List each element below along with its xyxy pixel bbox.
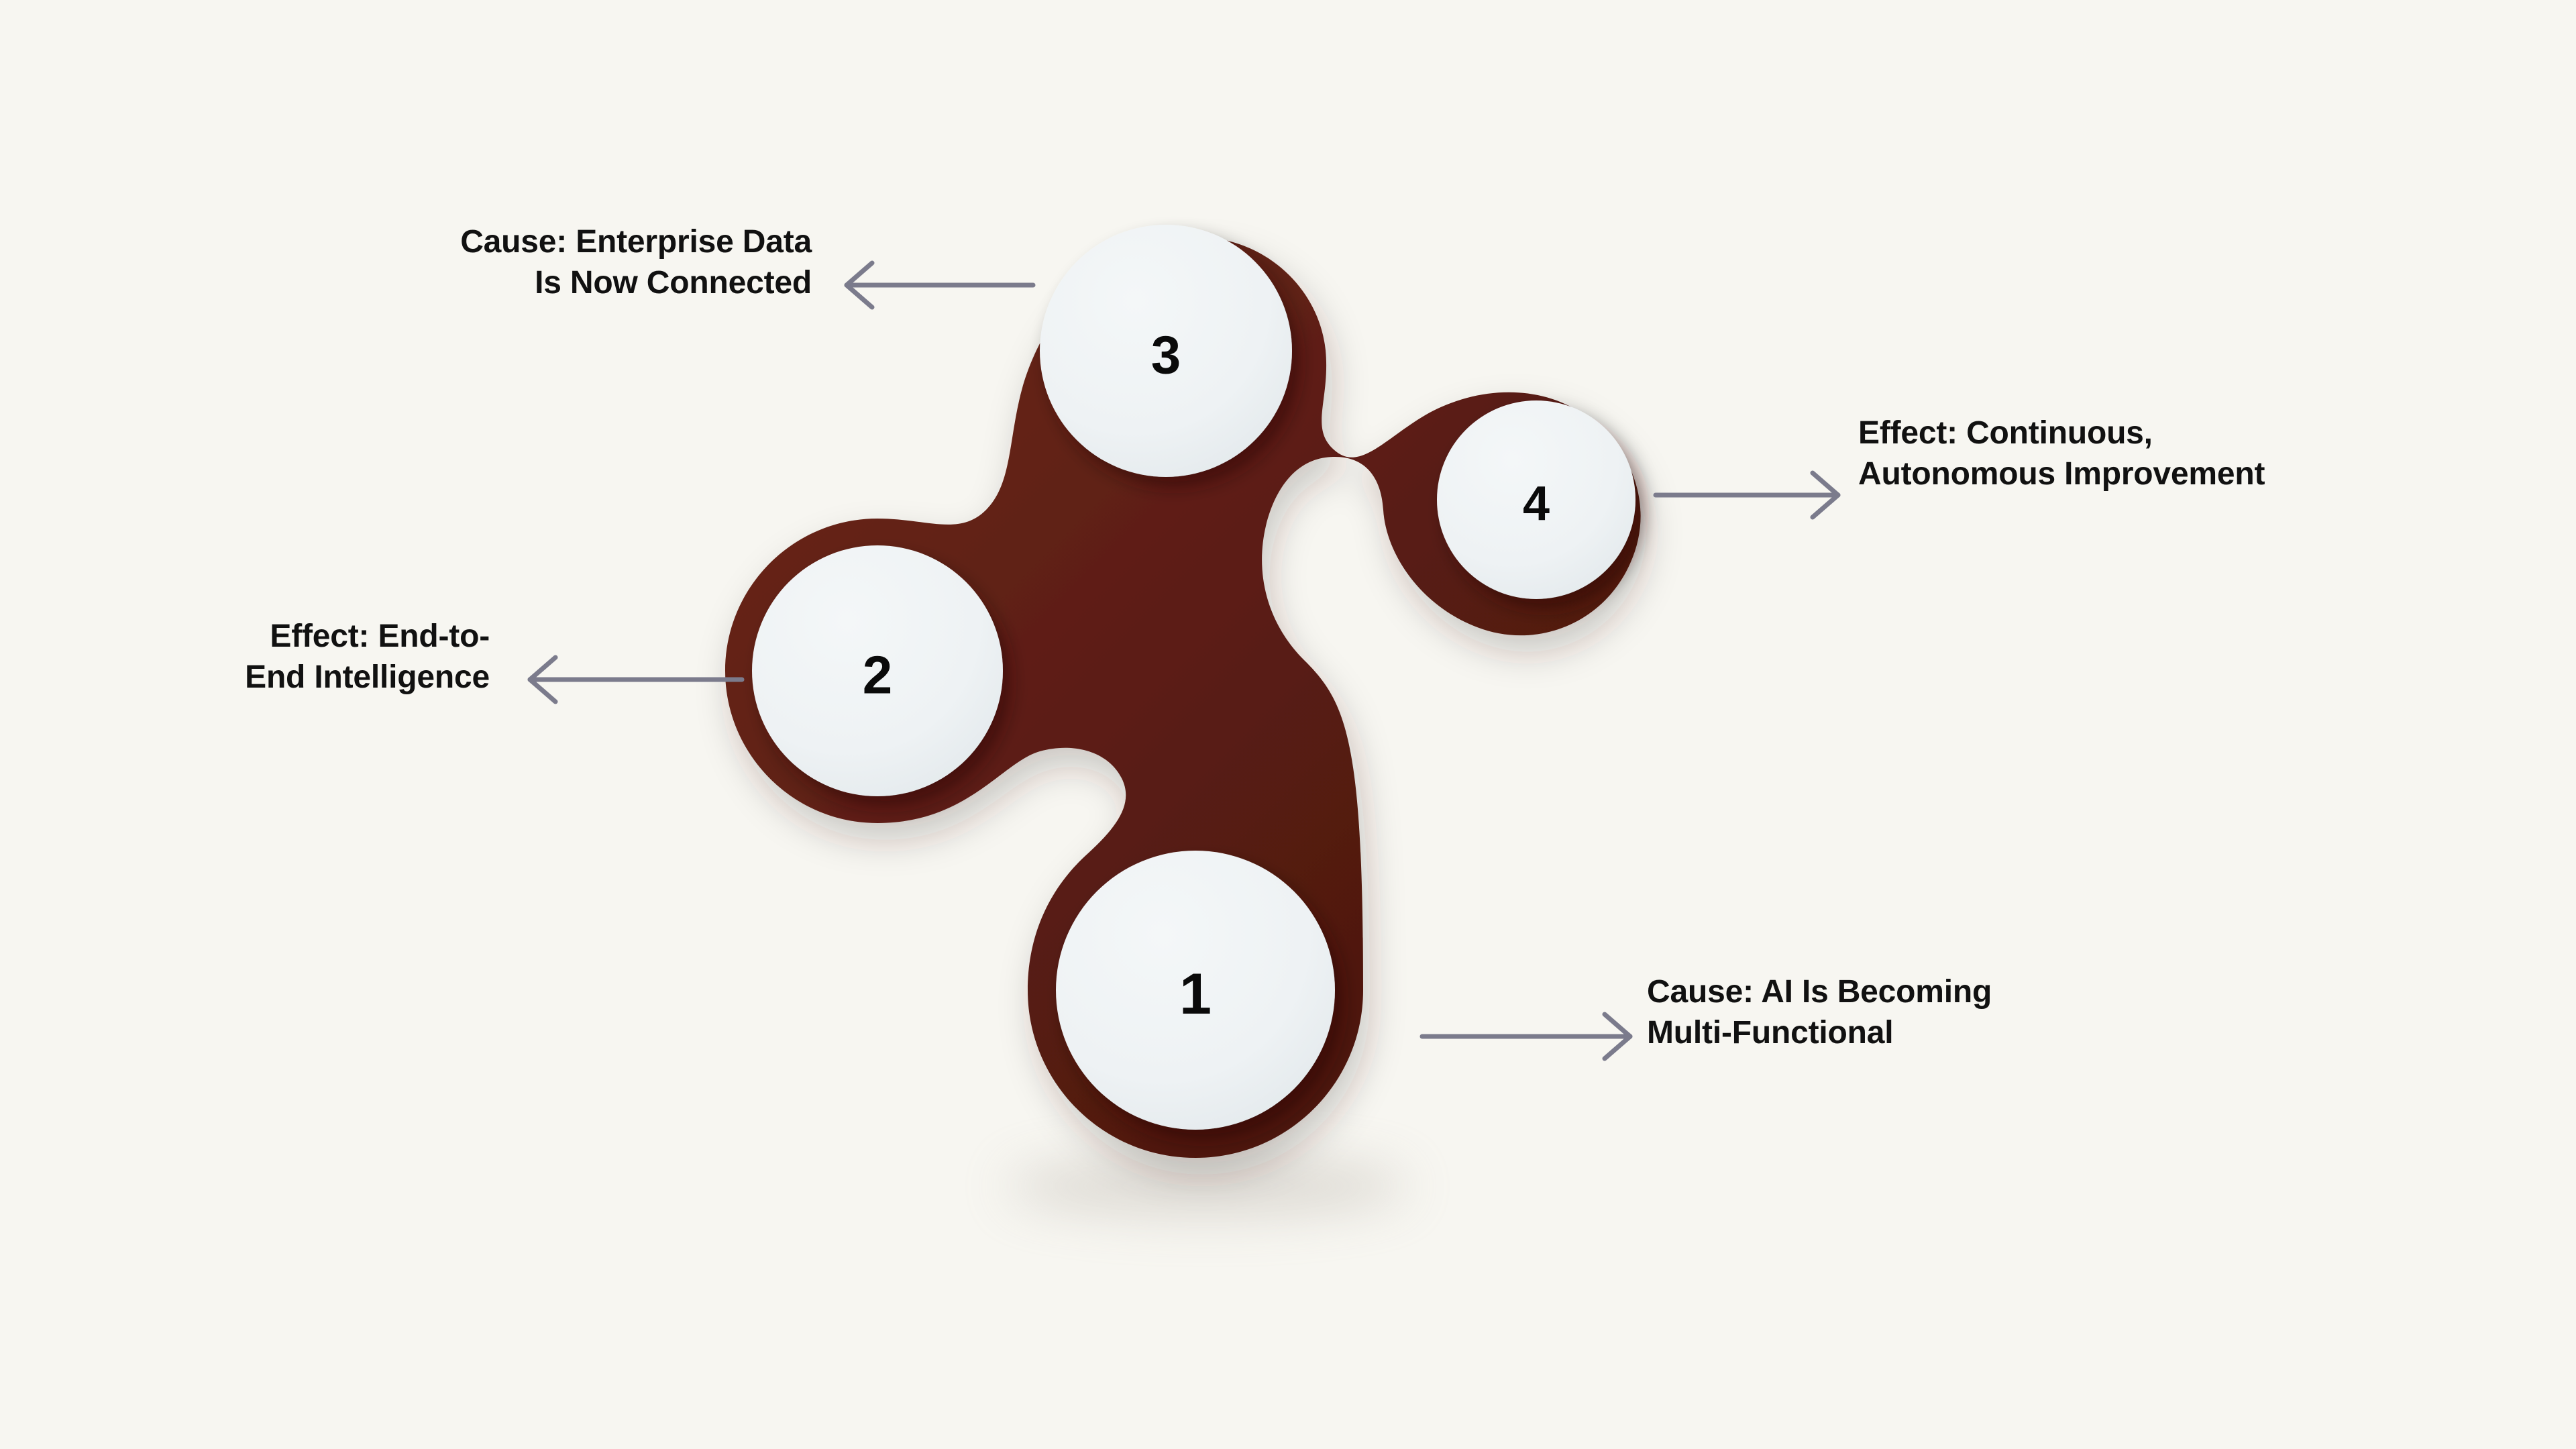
node-4-disc[interactable]	[1437, 400, 1635, 599]
node-3-disc[interactable]	[1040, 225, 1292, 477]
blob-body	[725, 237, 1641, 1158]
node-1-disc[interactable]	[1056, 851, 1335, 1130]
node-3[interactable]: 3	[1040, 225, 1292, 477]
connector-node-1	[1419, 1012, 1633, 1061]
label-node-1: Cause: AI Is Becoming Multi-Functional	[1647, 974, 1992, 1051]
arrowhead-right-icon	[1602, 1012, 1633, 1061]
node-2[interactable]: 2	[752, 545, 1003, 796]
connector-node-3	[844, 260, 1036, 310]
node-1-number: 1	[1179, 962, 1212, 1026]
ground-shadow	[1006, 1158, 1409, 1214]
arrowhead-left-icon	[527, 655, 558, 704]
arrowhead-right-icon	[1810, 470, 1841, 520]
connectors	[527, 260, 1841, 1061]
connector-node-4	[1653, 470, 1841, 520]
node-4-number: 4	[1523, 477, 1550, 531]
label-node-3: Cause: Enterprise Data Is Now Connected	[460, 224, 812, 301]
arrowhead-left-icon	[844, 260, 875, 310]
label-node-4: Effect: Continuous, Autonomous Improveme…	[1858, 415, 2265, 492]
node-3-number: 3	[1151, 325, 1181, 385]
node-1[interactable]: 1	[1056, 851, 1335, 1130]
node-discs: 1 2 3 4	[752, 225, 1635, 1130]
label-node-2: Effect: End-to- End Intelligence	[245, 619, 490, 696]
node-2-disc[interactable]	[752, 545, 1003, 796]
node-2-number: 2	[863, 645, 893, 705]
node-4[interactable]: 4	[1437, 400, 1635, 599]
connector-node-2	[527, 655, 745, 704]
